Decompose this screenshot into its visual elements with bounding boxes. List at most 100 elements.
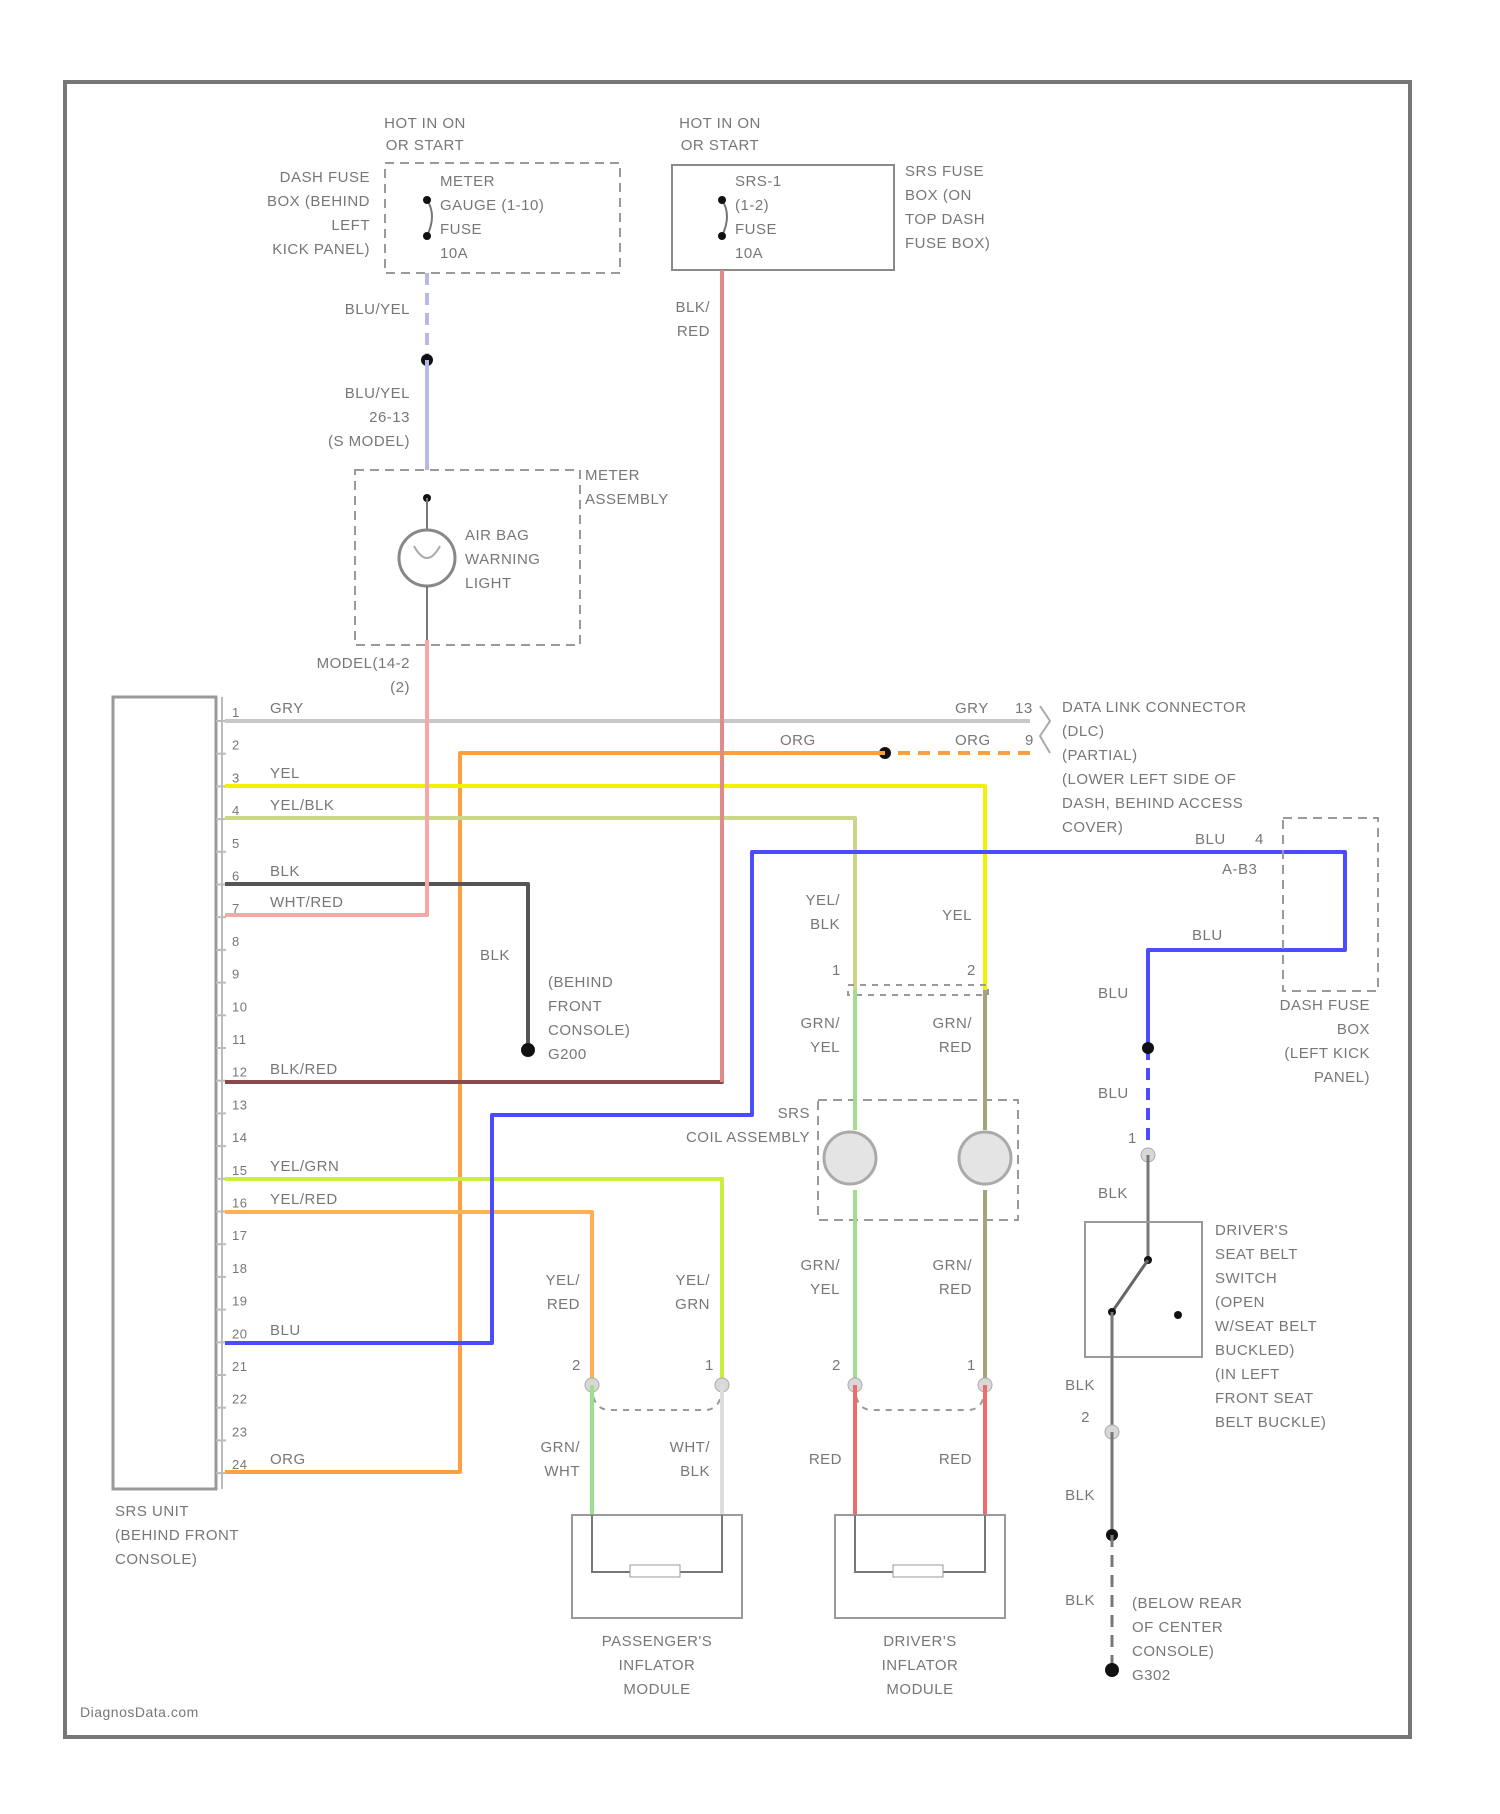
fuse1-location-line2: BOX (BEHIND xyxy=(267,193,370,210)
srs-pin-20: 20 xyxy=(232,1326,247,1341)
coil-bot-left-line1: GRN/ xyxy=(801,1257,841,1274)
belt-name-line5: W/SEAT BELT xyxy=(1215,1318,1317,1335)
coil-mid-left-line1: GRN/ xyxy=(801,1015,841,1032)
dfb-name-line3: (LEFT KICK xyxy=(1284,1045,1370,1062)
dlc-pin2: 9 xyxy=(1025,732,1034,749)
drv-name-line1: DRIVER'S xyxy=(883,1633,957,1650)
srs-pin-11: 11 xyxy=(232,1032,247,1047)
fuse1-name-line4: 10A xyxy=(440,245,468,262)
lamp-label-line2: WARNING xyxy=(465,551,540,568)
ground1-line1: (BEHIND xyxy=(548,974,613,991)
wire-label-blu-yel-line2: 26-13 xyxy=(369,409,410,426)
splice-blu xyxy=(1142,1042,1154,1054)
dash-fuse-box: BLU 4 A-B3 BLU BLU BLU BLK DASH FUSE BOX… xyxy=(1098,818,1378,1202)
pass-wire-r-line2: GRN xyxy=(675,1296,710,1313)
srs-pin-21: 21 xyxy=(232,1359,247,1374)
pin3-wire-label: YEL xyxy=(270,765,300,782)
pass-wire-lo-l-line1: GRN/ xyxy=(541,1439,581,1456)
belt-name-line3: SWITCH xyxy=(1215,1270,1277,1287)
wire-blu xyxy=(225,852,1345,1343)
fuse2-name-line2: (1-2) xyxy=(735,197,769,214)
fuse1-supply-line1: HOT IN ON xyxy=(384,115,466,132)
pin4-wire-label: YEL/BLK xyxy=(270,797,334,814)
svg-text:1: 1 xyxy=(705,1357,714,1374)
coil-right-icon xyxy=(959,1132,1011,1184)
dlc-wire2-label: ORG xyxy=(955,732,991,749)
dfb-wire3-label: BLU xyxy=(1098,985,1129,1002)
coil-top-left-line2: BLK xyxy=(810,916,840,933)
ground-g200: (BEHIND FRONT CONSOLE) G200 xyxy=(548,974,630,1063)
pass-name-line3: MODULE xyxy=(623,1681,690,1698)
coil-bot-right-line1: GRN/ xyxy=(933,1257,973,1274)
ground2-line2: OF CENTER xyxy=(1132,1619,1223,1636)
fuse1-name-line2: GAUGE (1-10) xyxy=(440,197,544,214)
srs-pin-9: 9 xyxy=(232,967,240,982)
ground1-line4: G200 xyxy=(548,1046,587,1063)
drv-name-line3: MODULE xyxy=(886,1681,953,1698)
srs-pin-22: 22 xyxy=(232,1392,247,1407)
srs-pin-17: 17 xyxy=(232,1228,247,1243)
svg-text:2: 2 xyxy=(832,1357,841,1374)
srs-unit-name-line3: CONSOLE) xyxy=(115,1551,197,1568)
srs-pin-23: 23 xyxy=(232,1424,247,1439)
pin1-wire-label: GRY xyxy=(270,700,304,717)
srs-pin-24: 24 xyxy=(232,1457,247,1472)
dfb-pin: 4 xyxy=(1255,831,1264,848)
coil-bot-right-line2: RED xyxy=(939,1281,972,1298)
coil-left-icon xyxy=(824,1132,876,1184)
ground2-line1: (BELOW REAR xyxy=(1132,1595,1243,1612)
dlc-pin1: 13 xyxy=(1015,700,1033,717)
driver-seat-belt-switch: 1 DRIVER'S SEAT BELT SWITCH (OPEN W/SEAT… xyxy=(1065,1130,1326,1684)
pass-wire-r-line1: YEL/ xyxy=(675,1272,710,1289)
fuse2-location-line1: SRS FUSE xyxy=(905,163,984,180)
pin20-wire-label: BLU xyxy=(270,1322,301,1339)
coil-top-left-line1: YEL/ xyxy=(805,892,840,909)
srs-pin-10: 10 xyxy=(232,999,247,1014)
srs-unit-name-line2: (BEHIND FRONT xyxy=(115,1527,239,1544)
belt-pin: 2 xyxy=(1081,1409,1090,1426)
pass-name-line2: INFLATOR xyxy=(619,1657,696,1674)
belt-wire-lo: BLK xyxy=(1065,1377,1095,1394)
fuse2-name-line4: 10A xyxy=(735,245,763,262)
meter-model-line2: (2) xyxy=(390,679,410,696)
dfb-wire5-label: BLK xyxy=(1098,1185,1128,1202)
dlc-name-line1: DATA LINK CONNECTOR xyxy=(1062,699,1247,716)
dfb-name-line4: PANEL) xyxy=(1314,1069,1370,1086)
fuse2-location-line4: FUSE BOX) xyxy=(905,235,990,252)
wire-yel-grn xyxy=(225,1179,722,1385)
belt-name-line6: BUCKLED) xyxy=(1215,1342,1295,1359)
pin15-wire-label: YEL/GRN xyxy=(270,1158,339,1175)
fuse1-name-line1: METER xyxy=(440,173,495,190)
coil-name-line2: COIL ASSEMBLY xyxy=(686,1129,810,1146)
ground1-line2: FRONT xyxy=(548,998,602,1015)
wire-blk-red xyxy=(225,270,722,1082)
drv-wire-lo-r: RED xyxy=(939,1451,972,1468)
pin16-wire-label: YEL/RED xyxy=(270,1191,338,1208)
srs-pin-3: 3 xyxy=(232,770,240,785)
dfb-wire4-label: BLU xyxy=(1098,1085,1129,1102)
fuse2-out-label-line1: BLK/ xyxy=(675,299,710,316)
pass-wire-lo-l-line2: WHT xyxy=(544,1463,580,1480)
wire-label-blu-yel-line1: BLU/YEL xyxy=(345,385,410,402)
srs-pin-2: 2 xyxy=(232,738,240,753)
fuse2-out-label-line2: RED xyxy=(677,323,710,340)
lamp-label-line3: LIGHT xyxy=(465,575,512,592)
srs-pin-1: 1 xyxy=(232,705,240,720)
pass-wire-l-line2: RED xyxy=(547,1296,580,1313)
driver-inflator-module: 2 1 RED RED DRIVER'S INFLATOR MODULE xyxy=(809,1357,1005,1698)
fuse1-supply-line2: OR START xyxy=(386,137,464,154)
srs-pin-13: 13 xyxy=(232,1097,247,1112)
meter-name-line1: METER xyxy=(585,467,640,484)
pass-wire-lo-r-line1: WHT/ xyxy=(670,1439,711,1456)
meter-gauge-fuse: HOT IN ON OR START DASH FUSE BOX (BEHIND… xyxy=(267,115,620,273)
fuse2-supply-line1: HOT IN ON xyxy=(679,115,761,132)
wire-org-label: ORG xyxy=(780,732,816,749)
belt-wire-lo3: BLK xyxy=(1065,1592,1095,1609)
srs-unit: SRS UNIT (BEHIND FRONT CONSOLE) xyxy=(113,697,239,1568)
svg-text:1: 1 xyxy=(1128,1130,1137,1147)
coil-name-line1: SRS xyxy=(778,1105,810,1122)
belt-name-line7: (IN LEFT xyxy=(1215,1366,1280,1383)
wire-blk-ground-label: BLK xyxy=(480,947,510,964)
wire-label-blu-yel-line3: (S MODEL) xyxy=(328,433,410,450)
